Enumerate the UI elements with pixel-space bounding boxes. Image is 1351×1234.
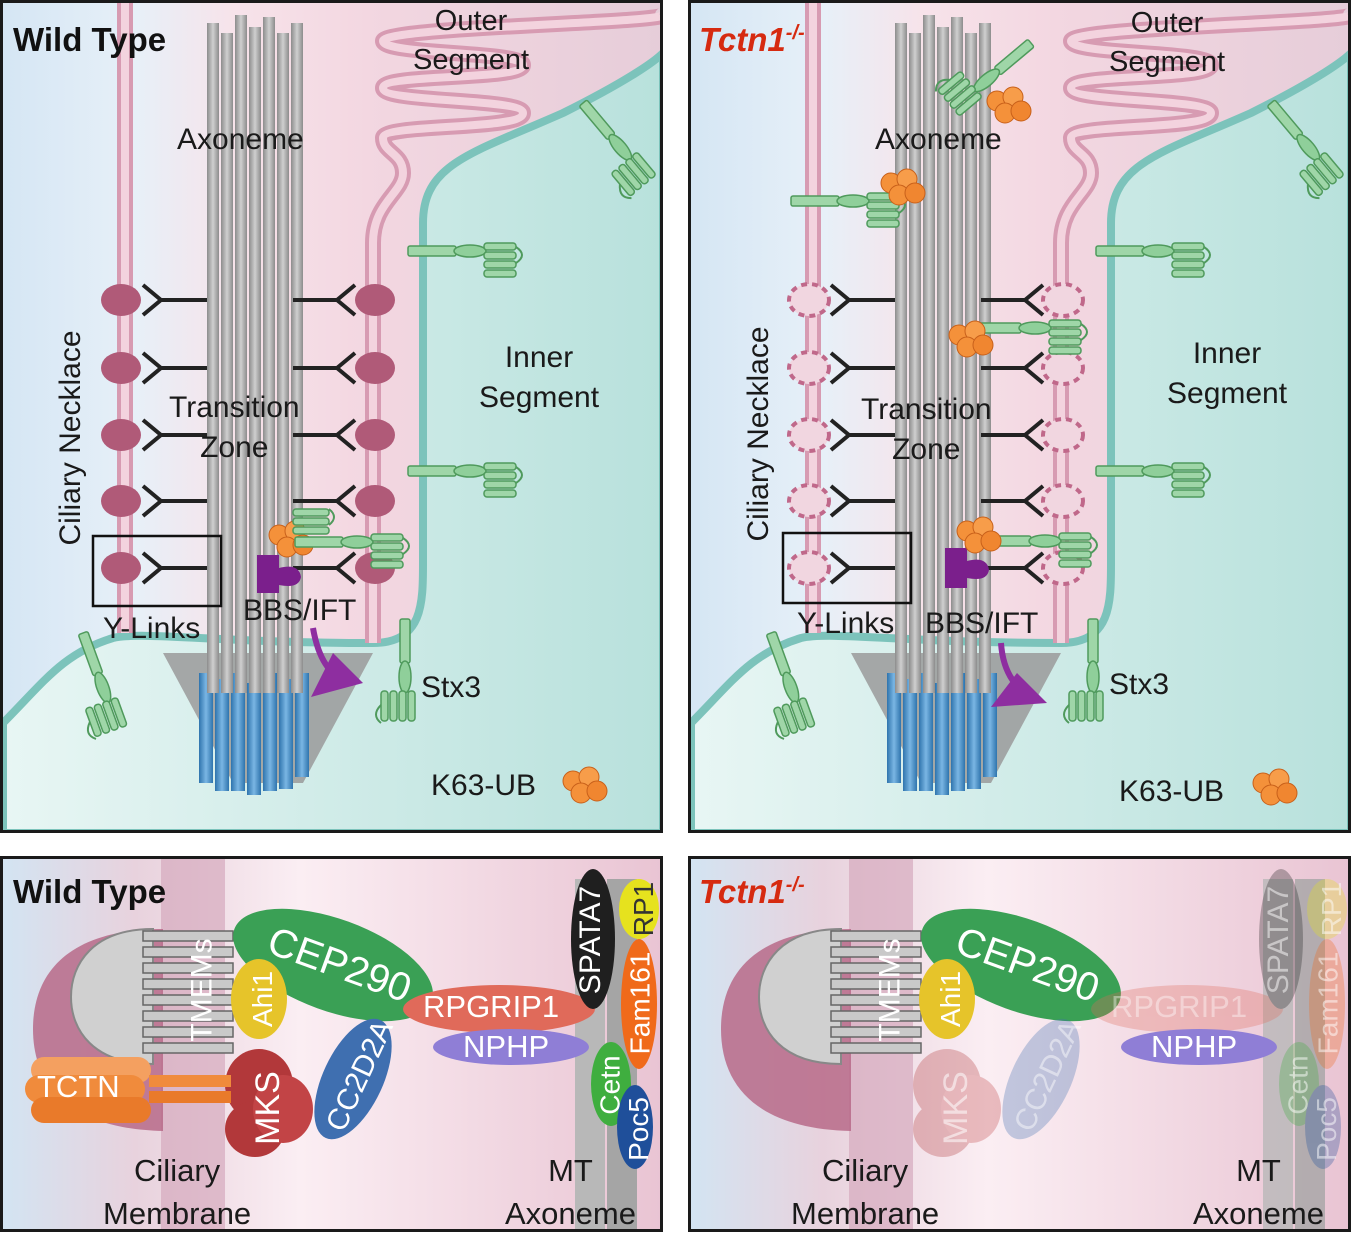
inner-segment-label: Inner Segment [479,343,599,413]
rpgrip1-label: RPGRIP1 [423,989,560,1024]
mt-axoneme-line1: MT [1236,1153,1281,1188]
wild-type-cilium-diagram [3,3,660,830]
poc5-label: Poc5 [622,1097,654,1161]
mt-axoneme-line2: Axoneme [1193,1196,1324,1231]
stx3-label: Stx3 [421,671,482,704]
mt-axoneme-label: MT Axoneme [1193,1155,1324,1229]
tctn1-mutant-complex-diagram [691,859,1348,1229]
rpgrip1-label: RPGRIP1 [1111,989,1248,1024]
ahi1-label: Ahi1 [247,970,279,1028]
ciliary-necklace-label: Ciliary Necklace [54,330,87,546]
ciliary-membrane-label: Ciliary Membrane [791,1155,939,1229]
y-links-label: Y-Links [103,612,201,645]
wild-type-transition-zone-panel: Wild Type TMEMs Ahi1 CEP290 RPGRIP1 NPHP… [0,856,663,1232]
y-links-label: Y-Links [797,607,895,640]
nphp-label: NPHP [463,1029,550,1064]
axoneme-label: Axoneme [177,123,304,156]
ahi1-label: Ahi1 [935,970,967,1028]
inner-segment-line2: Segment [479,381,600,414]
gene-name: Tctn1 [699,873,786,910]
k63-ub-label: K63-UB [431,769,537,802]
transition-zone-line2: Zone [892,433,961,466]
cetn-label: Cetn [1282,1055,1314,1115]
tctn-label: TCTN [37,1069,120,1104]
genotype-superscript: -/- [785,22,805,44]
inner-segment-line1: Inner [1192,337,1262,370]
ciliary-necklace-label: Ciliary Necklace [742,326,775,542]
ciliary-membrane-line2: Membrane [103,1196,252,1231]
tctn1-mutant-transition-zone-panel: Tctn1-/- TMEMs Ahi1 CEP290 RPGRIP1 NPHP … [688,856,1351,1232]
transition-zone-line1: Transition [861,393,992,426]
wild-type-cilium-panel: Wild Type Outer Segment Axoneme Inner Se… [0,0,663,833]
inner-segment-label: Inner Segment [1167,339,1287,409]
bbs-ift-label: BBS/IFT [243,594,357,627]
spata7-label: SPATA7 [574,885,608,995]
panel-title: Tctn1-/- [699,875,805,908]
outer-segment-label: Outer Segment [1109,9,1225,77]
stx3-label: Stx3 [1109,668,1170,701]
transition-zone-line1: Transition [169,391,300,424]
ciliary-membrane-line1: Ciliary [134,1153,221,1188]
poc5-label: Poc5 [1310,1097,1342,1161]
tctn1-mutant-cilium-panel: Tctn1-/- Outer Segment Axoneme Inner Seg… [688,0,1351,833]
cetn-label: Cetn [594,1055,626,1115]
mt-axoneme-line1: MT [548,1153,593,1188]
k63-ub-label: K63-UB [1119,775,1225,808]
ciliary-membrane-line2: Membrane [791,1196,940,1231]
transition-zone-label: Transition Zone [169,393,300,463]
outer-segment-line1: Outer [1130,7,1204,39]
mt-axoneme-label: MT Axoneme [505,1155,636,1229]
mt-axoneme-line2: Axoneme [505,1196,636,1231]
panel-title: Wild Type [13,873,167,910]
axoneme-label: Axoneme [875,123,1002,156]
outer-segment-line2: Segment [413,44,530,76]
outer-segment-line1: Outer [434,5,508,37]
spata7-label: SPATA7 [1262,885,1296,995]
outer-segment-line2: Segment [1109,46,1226,78]
gene-name: Tctn1 [699,21,786,58]
transition-zone-label: Transition Zone [861,395,992,465]
rp1-label: RP1 [628,881,660,937]
tctn1-mutant-cilium-diagram [691,3,1348,830]
fam161-label: Fam161 [1312,951,1344,1055]
bbs-ift-label: BBS/IFT [925,607,1039,640]
inner-segment-line1: Inner [504,341,574,374]
mks-label: MKS [248,1071,287,1145]
wild-type-complex-diagram [3,859,660,1229]
panel-title: Wild Type [13,21,167,58]
nphp-label: NPHP [1151,1029,1238,1064]
tmems-label: TMEMs [185,938,219,1042]
ciliary-membrane-line1: Ciliary [822,1153,909,1188]
panel-title: Tctn1-/- [699,23,805,56]
inner-segment-line2: Segment [1167,377,1288,410]
mks-label: MKS [936,1071,975,1145]
transition-zone-line2: Zone [200,431,269,464]
tmems-label: TMEMs [873,938,907,1042]
outer-segment-label: Outer Segment [413,7,529,75]
rp1-label: RP1 [1316,881,1348,937]
ciliary-membrane-label: Ciliary Membrane [103,1155,251,1229]
fam161-label: Fam161 [624,951,656,1055]
genotype-superscript: -/- [785,874,805,896]
